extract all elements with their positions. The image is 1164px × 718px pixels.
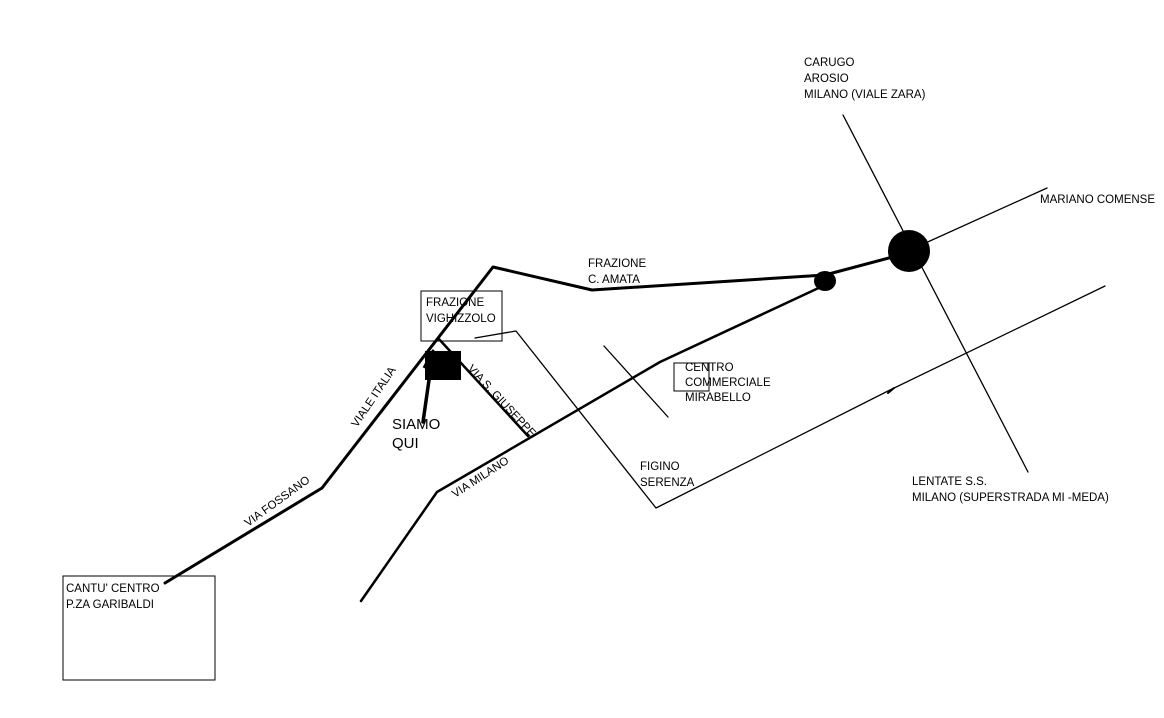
road-mariano-comense [909,187,1048,251]
street-label-via-s-giuseppe: VIA S. GIUSEPPE [465,363,538,440]
label-mariano-comense: MARIANO COMENSE [1040,194,1155,206]
roundabout-large [888,230,930,272]
road-via-milano [359,283,827,603]
label-lentate: LENTATE S.S. MILANO (SUPERSTRADA MI -MED… [912,476,1109,504]
roundabout-small [814,271,836,291]
road-centro-commerciale-access [603,345,669,418]
label-cantu-centro: CANTU' CENTRO P.ZA GARIBALDI [66,583,163,611]
label-siamo-qui: SIAMO QUI [392,416,445,452]
label-frazione-vighizzolo: FRAZIONE VIGHIZZOLO [426,297,496,325]
road-tick [887,387,895,394]
road-figino-serenza [474,285,1106,509]
arrow-up-icon [421,349,439,424]
cantu-box [62,575,216,681]
vighizzolo-box [420,290,503,342]
road-viale-italia-fossano [163,253,902,585]
label-centro-commerciale: CENTRO COMMERCIALE MIRABELLO [685,362,774,404]
centro-commerciale-box [673,362,710,392]
label-figino-serenza: FIGINO SERENZA [640,461,695,489]
road-superstrada-mi-meda [842,114,1029,473]
label-frazione-c-amata: FRAZIONE C. AMATA [588,258,649,286]
roads [163,114,1106,603]
label-carugo: CARUGO AROSIO MILANO (VIALE ZARA) [804,57,926,101]
